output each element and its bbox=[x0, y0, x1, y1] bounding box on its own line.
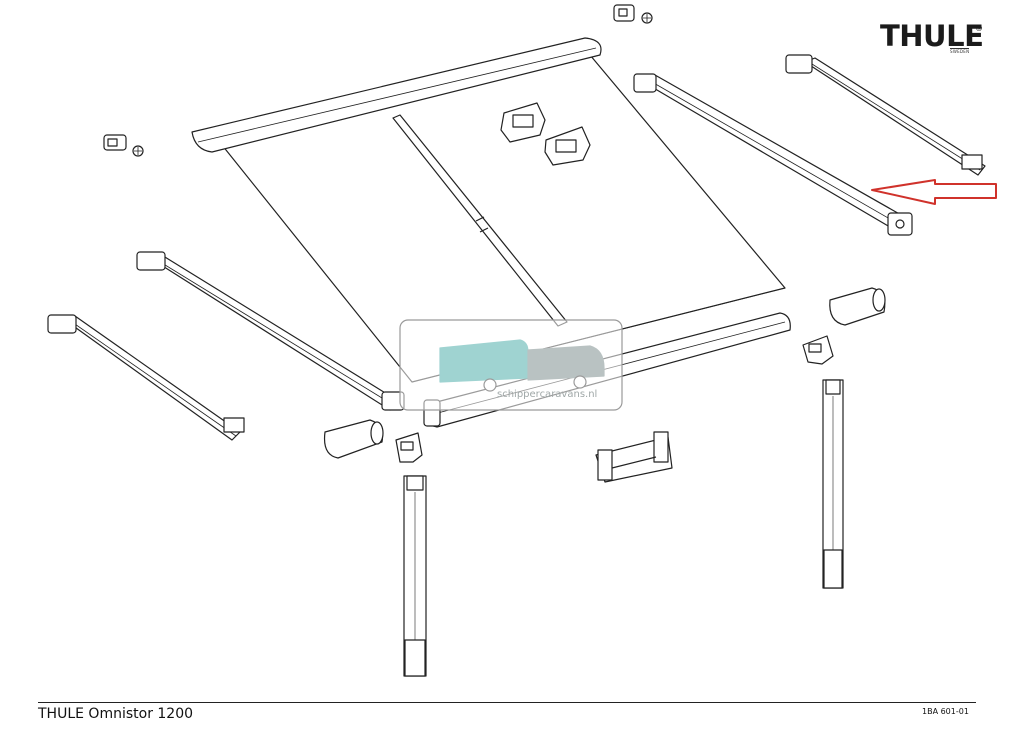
left-end-cap bbox=[323, 419, 384, 459]
registered-mark: ® bbox=[975, 24, 983, 33]
left-cap-screw bbox=[103, 134, 144, 157]
right-support-leg bbox=[822, 379, 844, 589]
left-support-leg bbox=[403, 475, 427, 677]
highlight-arrow bbox=[871, 179, 997, 205]
footer-divider bbox=[38, 702, 976, 703]
watermark-logo bbox=[399, 319, 623, 411]
footer-title: THULE Omnistor 1200 bbox=[38, 706, 194, 722]
watermark-text: schippercaravans.nl bbox=[497, 389, 598, 400]
right-upper-support-arm bbox=[633, 73, 913, 236]
far-left-support-arm bbox=[47, 314, 245, 441]
thule-logo: THULE bbox=[880, 19, 984, 53]
far-right-support-arm bbox=[785, 54, 986, 176]
left-leg-clamp bbox=[395, 432, 423, 463]
center-rail-bracket bbox=[595, 431, 673, 483]
right-leg-clamp bbox=[802, 335, 834, 365]
right-end-cap bbox=[829, 287, 886, 326]
center-wall-bracket bbox=[500, 102, 591, 166]
logo-subtext: SWEDEN bbox=[950, 48, 970, 54]
upper-cassette bbox=[191, 37, 602, 153]
top-cap-screw bbox=[613, 4, 653, 24]
drawing-code: 1BA 601-01 bbox=[922, 707, 969, 716]
